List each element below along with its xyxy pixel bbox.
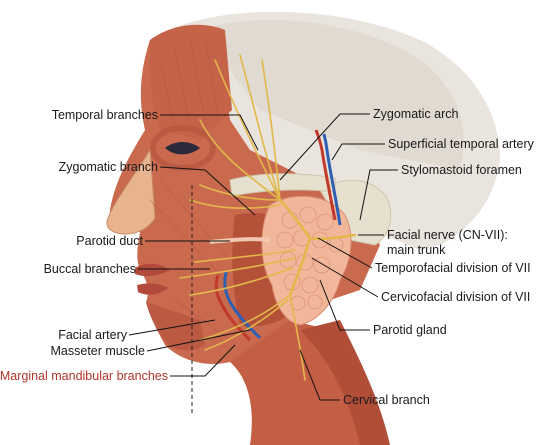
label-temporofacial-division: Temporofacial division of VII — [375, 261, 531, 275]
leader-lines — [128, 113, 398, 401]
sternocleidomastoid — [300, 320, 390, 445]
superficial-temporal-artery-shape — [314, 129, 337, 221]
nose — [106, 148, 156, 235]
label-cervical-branch: Cervical branch — [343, 393, 430, 407]
facial-vein-shape — [223, 271, 262, 340]
chin — [146, 302, 205, 351]
label-marginal-mandibular-branches: Marginal mandibular branches — [0, 369, 168, 383]
superficial-temporal-vein-shape — [322, 133, 342, 226]
label-facial-artery: Facial artery — [58, 328, 128, 342]
orbicularis-oculi — [150, 125, 216, 171]
label-zygomatic-arch: Zygomatic arch — [373, 107, 458, 121]
label-stylomastoid-foramen: Stylomastoid foramen — [401, 163, 522, 177]
frontal-muscle — [149, 24, 232, 140]
label-facial-nerve-main-trunk-line1: Facial nerve (CN-VII): — [387, 228, 508, 242]
label-zygomatic-branch: Zygomatic branch — [59, 160, 158, 174]
label-buccal-branches: Buccal branches — [44, 262, 136, 276]
eye — [165, 142, 200, 155]
head-drawing — [106, 11, 500, 445]
facial-artery-shape — [214, 274, 252, 342]
label-cervicofacial-division: Cervicofacial division of VII — [381, 290, 530, 304]
parotid-duct-shape — [209, 237, 271, 244]
label-temporal-branches: Temporal branches — [52, 108, 158, 122]
labels: Temporal branches Zygomatic branch Parot… — [0, 107, 535, 407]
label-parotid-gland: Parotid gland — [373, 323, 447, 337]
label-superficial-temporal-artery: Superficial temporal artery — [388, 137, 535, 151]
facial-nerve-branches — [179, 54, 357, 381]
mastoid-bone — [319, 179, 392, 246]
lips — [135, 263, 170, 295]
label-facial-nerve-main-trunk-line2: main trunk — [387, 243, 446, 257]
label-parotid-duct: Parotid duct — [76, 234, 143, 248]
temporal-fascia-shade — [200, 20, 464, 170]
label-masseter-muscle: Masseter muscle — [51, 344, 146, 358]
